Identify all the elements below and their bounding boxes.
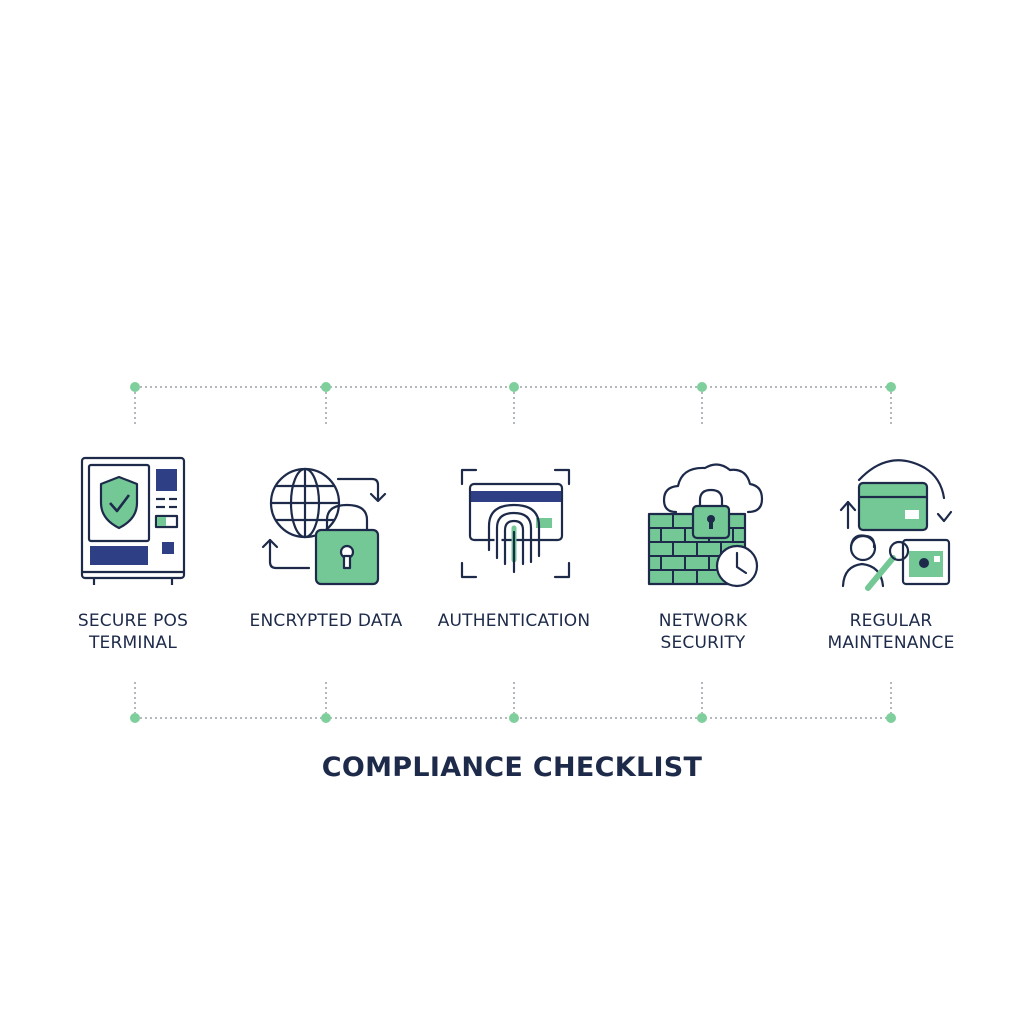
label-encrypted-data: ENCRYPTED DATA — [249, 611, 403, 631]
connector-dot — [130, 382, 140, 392]
maintenance-icon — [839, 459, 953, 591]
bottom-connector — [130, 682, 896, 723]
label-network-security: NETWORK SECURITY — [658, 611, 748, 653]
pos-terminal-icon — [80, 456, 186, 585]
label-regular-maintenance: REGULAR MAINTENANCE — [827, 611, 955, 653]
connector-dot — [509, 382, 519, 392]
connector-dot — [509, 713, 519, 723]
label-authentication: AUTHENTICATION — [437, 611, 591, 631]
connector-dot — [321, 713, 331, 723]
connector-dot — [321, 382, 331, 392]
encrypted-data-icon — [261, 467, 387, 586]
label-secure-pos-terminal: SECURE POS TERMINAL — [77, 611, 189, 653]
connector-dot — [130, 713, 140, 723]
page-title: COMPLIANCE CHECKLIST — [321, 752, 703, 783]
firewall-cloud-icon — [647, 463, 764, 588]
fingerprint-card-icon — [460, 468, 571, 579]
connector-dot — [697, 382, 707, 392]
connector-dot — [697, 713, 707, 723]
connector-dot — [886, 382, 896, 392]
connector-dot — [886, 713, 896, 723]
top-connector — [130, 382, 896, 424]
